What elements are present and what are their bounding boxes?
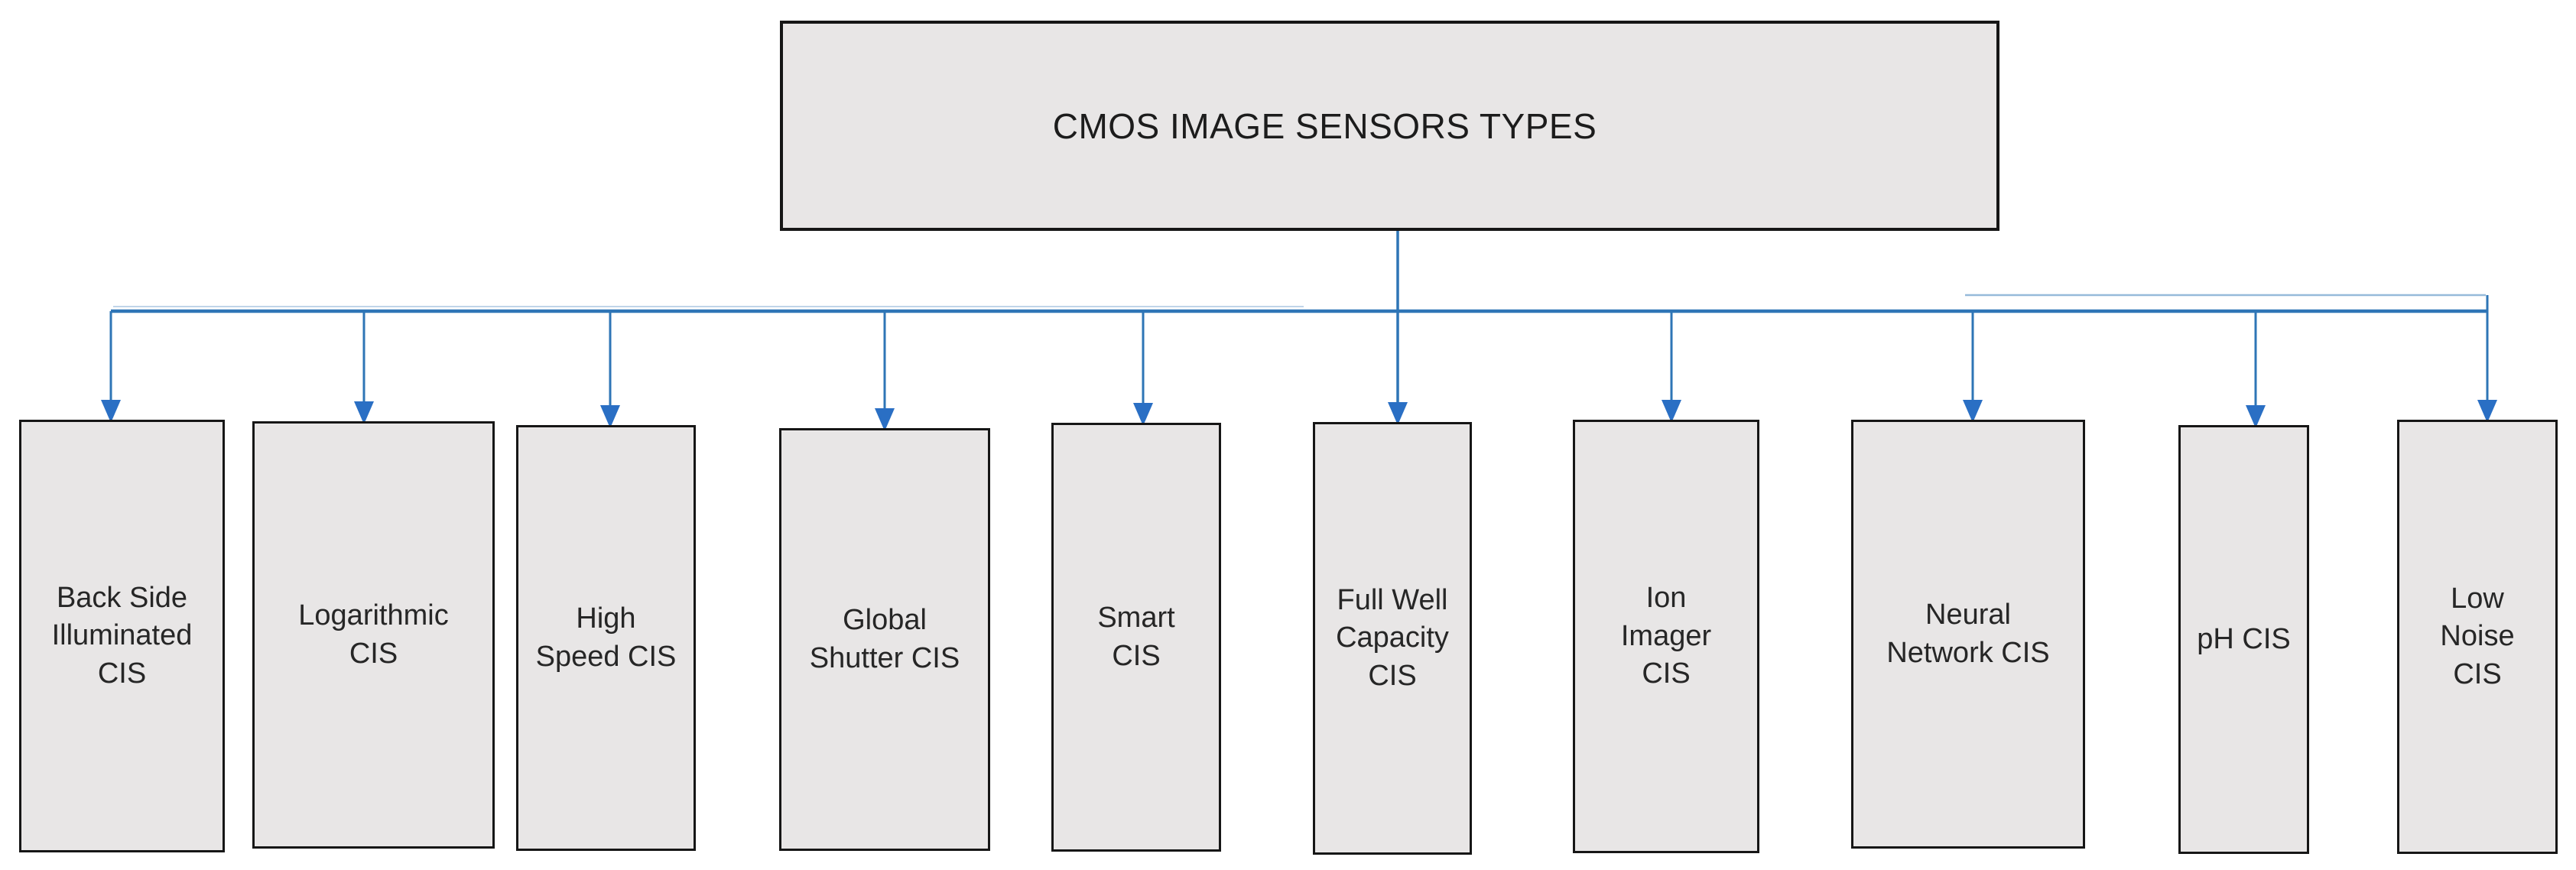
connector-lines xyxy=(109,231,2489,410)
box-high-speed-cis: High Speed CIS xyxy=(516,425,696,851)
box-neural-network-cis: Neural Network CIS xyxy=(1851,420,2085,849)
root-node-cmos-image-sensors-types: CMOS IMAGE SENSORS TYPES xyxy=(780,21,1999,231)
box-label: Ion Imager CIS xyxy=(1620,582,1712,690)
box-label: Back Side Illuminated CIS xyxy=(51,581,193,690)
box-ph-cis: pH CIS xyxy=(2178,425,2309,854)
box-label: Low Noise CIS xyxy=(2440,582,2515,690)
page-title: CMOS IMAGE SENSORS TYPES xyxy=(1052,106,1597,146)
box-ion-imager-cis: Ion Imager CIS xyxy=(1573,420,1759,853)
box-back-side-illuminated-cis: Back Side Illuminated CIS xyxy=(19,420,225,852)
box-label: Neural Network CIS xyxy=(1886,599,2050,669)
box-global-shutter-cis: Global Shutter CIS xyxy=(779,428,990,851)
box-label: Full Well Capacity CIS xyxy=(1336,583,1449,692)
box-label: Global Shutter CIS xyxy=(809,604,960,674)
box-smart-cis: Smart CIS xyxy=(1051,423,1221,852)
box-low-noise-cis: Low Noise CIS xyxy=(2397,420,2558,854)
box-label: Smart CIS xyxy=(1097,602,1175,672)
box-label: pH CIS xyxy=(2197,622,2291,655)
box-label: Logarithmic CIS xyxy=(298,599,449,670)
box-logarithmic-cis: Logarithmic CIS xyxy=(252,421,495,849)
box-full-well-capacity-cis: Full Well Capacity CIS xyxy=(1313,422,1472,855)
box-label: High Speed CIS xyxy=(535,602,677,673)
